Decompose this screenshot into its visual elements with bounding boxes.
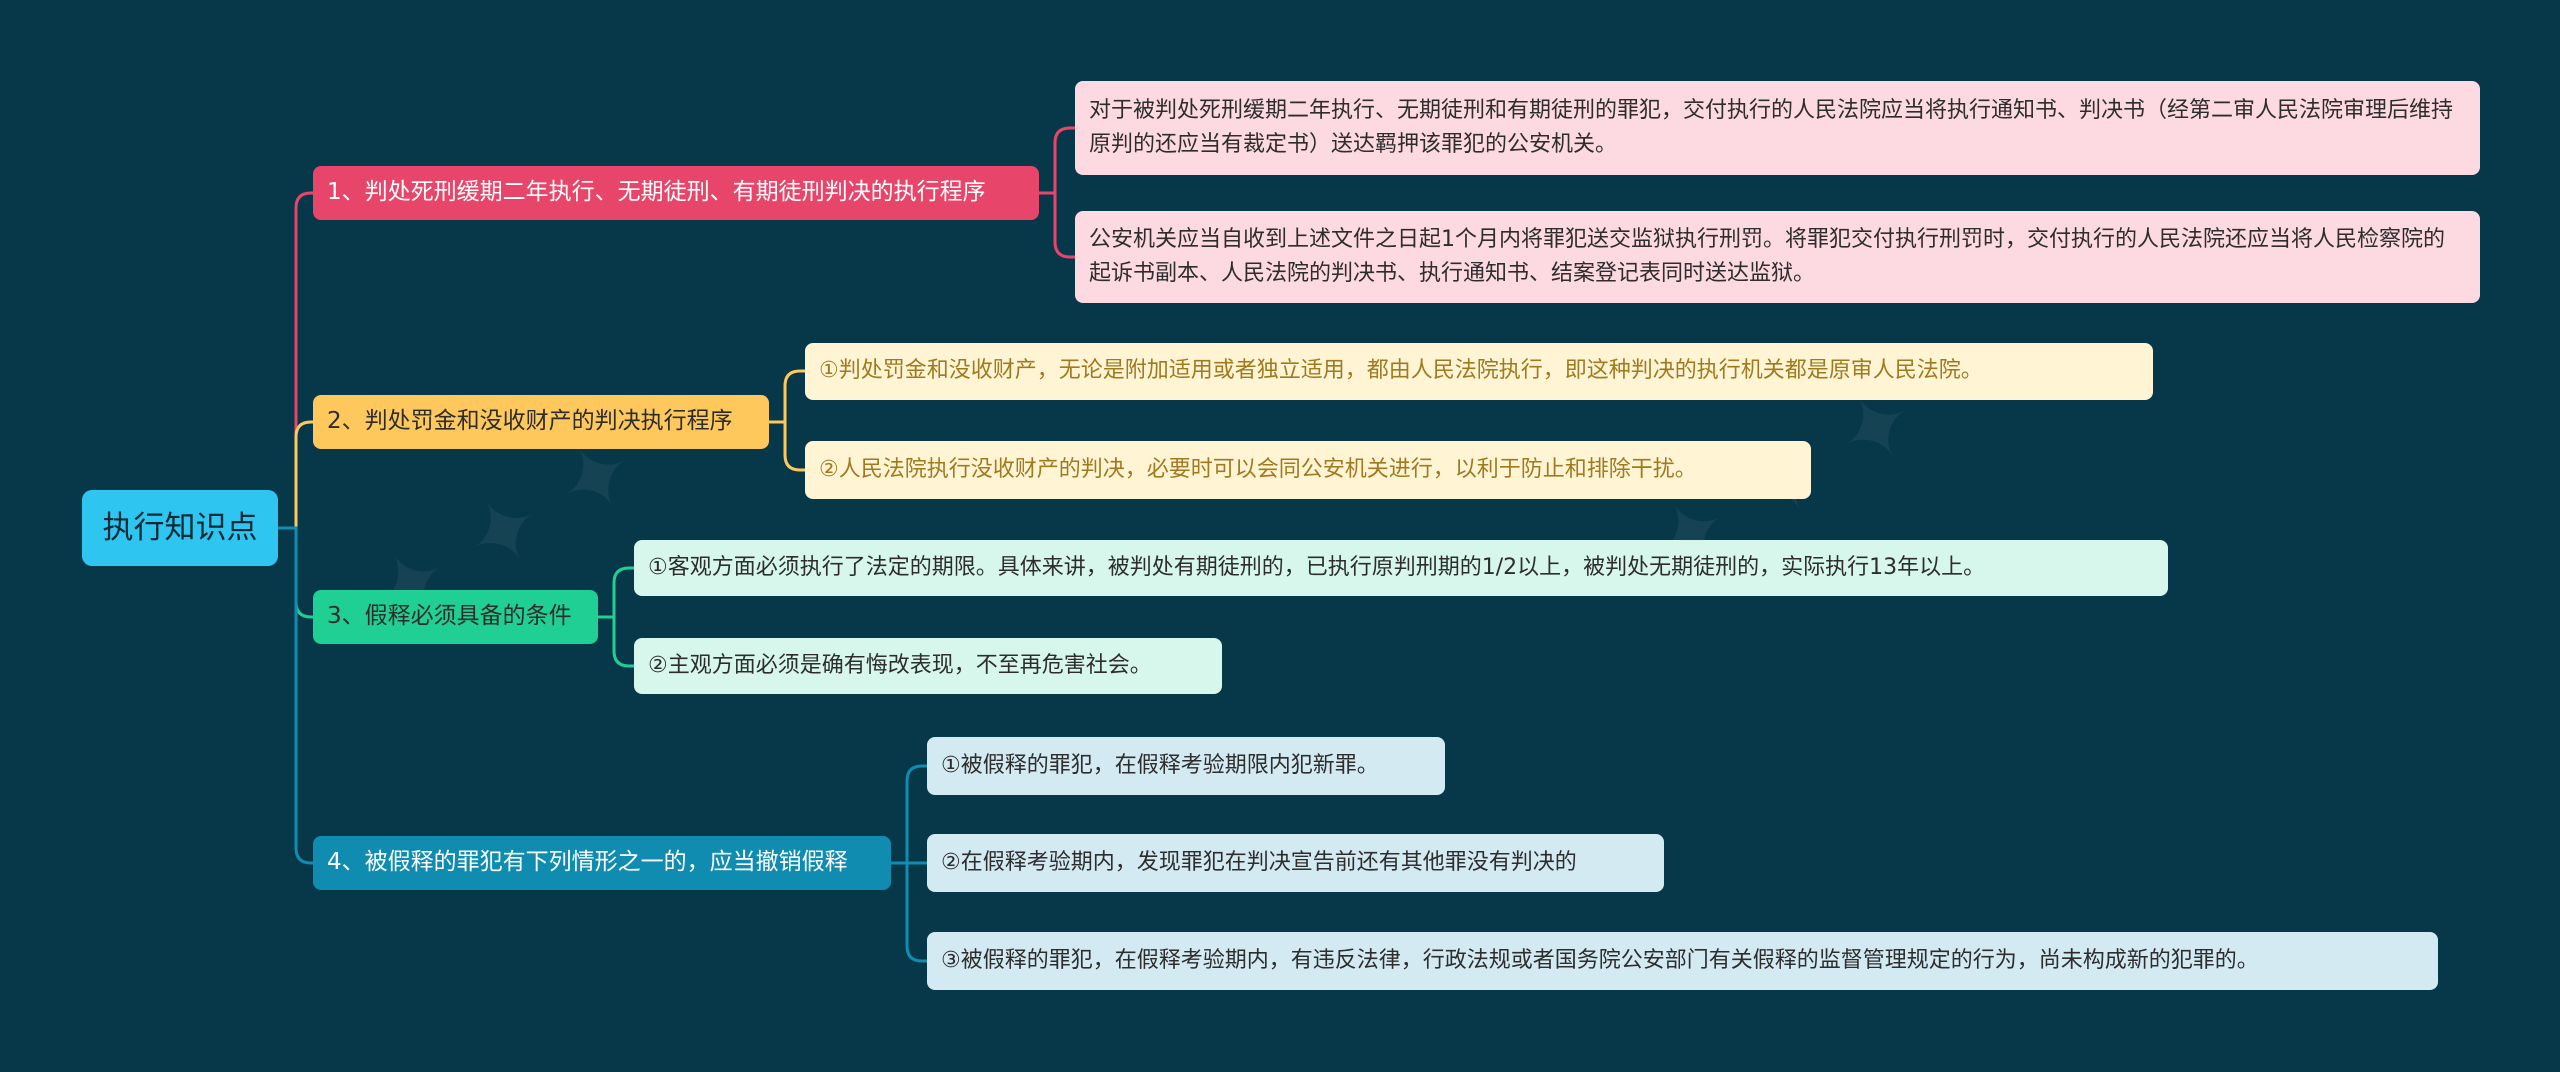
link-root-branch1	[278, 191, 313, 530]
branch-node-1[interactable]: 1、判处死刑缓期二年执行、无期徒刑、有期徒刑判决的执行程序	[313, 166, 1039, 220]
leaf-text: 公安机关应当自收到上述文件之日起1个月内将罪犯送交监狱执行刑罚。将罪犯交付执行刑…	[1089, 226, 2446, 286]
leaf-text: ②在假释考验期内，发现罪犯在判决宣告前还有其他罪没有判决的	[941, 849, 1577, 875]
link-b3-leaf2	[598, 615, 634, 668]
branch-node-4[interactable]: 4、被假释的罪犯有下列情形之一的，应当撤销假释	[313, 836, 891, 890]
leaf-text: ②主观方面必须是确有悔改表现，不至再危害社会。	[648, 652, 1152, 678]
leaf-node-2-2[interactable]: ②人民法院执行没收财产的判决，必要时可以会同公安机关进行，以利于防止和排除干扰。	[805, 441, 1811, 499]
branch-node-2[interactable]: 2、判处罚金和没收财产的判决执行程序	[313, 395, 769, 449]
link-b2-leaf2	[769, 420, 805, 472]
leaf-node-1-2[interactable]: 公安机关应当自收到上述文件之日起1个月内将罪犯送交监狱执行刑罚。将罪犯交付执行刑…	[1075, 211, 2480, 303]
link-root-branch4	[278, 526, 313, 865]
leaf-node-4-2[interactable]: ②在假释考验期内，发现罪犯在判决宣告前还有其他罪没有判决的	[927, 834, 1664, 892]
leaf-text: ①判处罚金和没收财产，无论是附加适用或者独立适用，都由人民法院执行，即这种判决的…	[819, 358, 1983, 384]
root-label: 执行知识点	[102, 509, 258, 546]
branch-label: 1、判处死刑缓期二年执行、无期徒刑、有期徒刑判决的执行程序	[327, 179, 986, 206]
branch-label: 2、判处罚金和没收财产的判决执行程序	[327, 408, 733, 435]
root-node[interactable]: 执行知识点	[82, 490, 278, 566]
branch-label: 3、假释必须具备的条件	[327, 603, 572, 630]
branch-label: 4、被假释的罪犯有下列情形之一的，应当撤销假释	[327, 849, 848, 876]
branch-node-3[interactable]: 3、假释必须具备的条件	[313, 590, 598, 644]
leaf-text: ③被假释的罪犯，在假释考验期内，有违反法律，行政法规或者国务院公安部门有关假释的…	[941, 947, 2259, 973]
leaf-node-3-1[interactable]: ①客观方面必须执行了法定的期限。具体来讲，被判处有期徒刑的，已执行原判刑期的1/…	[634, 540, 2168, 596]
link-root-branch2	[278, 420, 313, 530]
leaf-text: ①被假释的罪犯，在假释考验期限内犯新罪。	[941, 752, 1379, 778]
link-b3-leaf1	[598, 566, 634, 619]
leaf-node-2-1[interactable]: ①判处罚金和没收财产，无论是附加适用或者独立适用，都由人民法院执行，即这种判决的…	[805, 343, 2153, 400]
leaf-text: ①客观方面必须执行了法定的期限。具体来讲，被判处有期徒刑的，已执行原判刑期的1/…	[648, 554, 1986, 580]
leaf-node-1-1[interactable]: 对于被判处死刑缓期二年执行、无期徒刑和有期徒刑的罪犯，交付执行的人民法院应当将执…	[1075, 81, 2480, 175]
link-b1-leaf2	[1039, 191, 1075, 259]
link-b1-leaf1	[1039, 126, 1075, 195]
link-b4-leaf3	[891, 861, 927, 963]
link-b4-leaf1	[891, 764, 927, 865]
leaf-node-4-3[interactable]: ③被假释的罪犯，在假释考验期内，有违反法律，行政法规或者国务院公安部门有关假释的…	[927, 932, 2438, 990]
leaf-node-4-1[interactable]: ①被假释的罪犯，在假释考验期限内犯新罪。	[927, 737, 1445, 795]
leaf-node-3-2[interactable]: ②主观方面必须是确有悔改表现，不至再危害社会。	[634, 638, 1222, 694]
leaf-text: 对于被判处死刑缓期二年执行、无期徒刑和有期徒刑的罪犯，交付执行的人民法院应当将执…	[1089, 97, 2454, 157]
link-b2-leaf1	[769, 369, 805, 424]
link-root-branch3	[278, 526, 313, 619]
leaf-text: ②人民法院执行没收财产的判决，必要时可以会同公安机关进行，以利于防止和排除干扰。	[819, 456, 1697, 482]
